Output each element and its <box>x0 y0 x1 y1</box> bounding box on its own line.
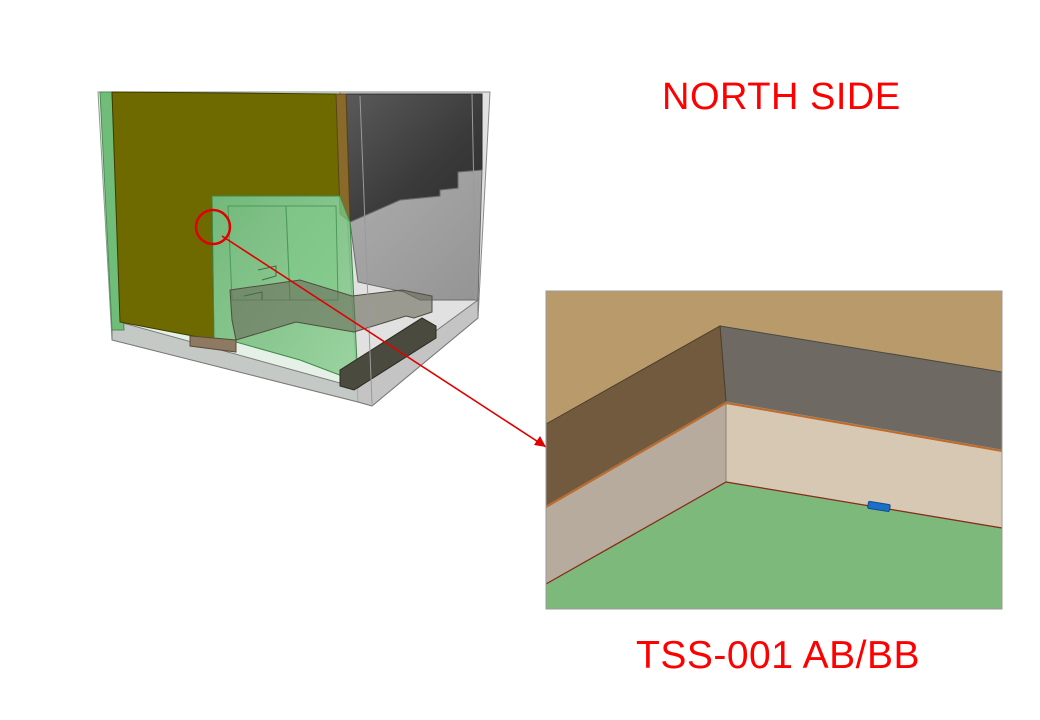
tss-label: TSS-001 AB/BB <box>636 634 920 677</box>
detail-inset <box>545 290 1003 610</box>
inset-blue-marker <box>867 501 891 512</box>
shell-edge-right <box>471 93 477 301</box>
north-side-label: NORTH SIDE <box>662 76 901 118</box>
bottom-foot-left <box>189 335 237 353</box>
inset-floor-edge <box>545 481 1003 585</box>
callout-circle <box>194 208 232 246</box>
building-model <box>97 91 491 407</box>
callout-arrow <box>221 235 547 448</box>
inset-trim-left <box>545 402 727 508</box>
detail-steps-2 <box>243 291 263 300</box>
dark-floor-beam <box>339 317 437 391</box>
shell-edge-front <box>359 95 373 405</box>
inset-trim-right <box>725 402 1003 452</box>
